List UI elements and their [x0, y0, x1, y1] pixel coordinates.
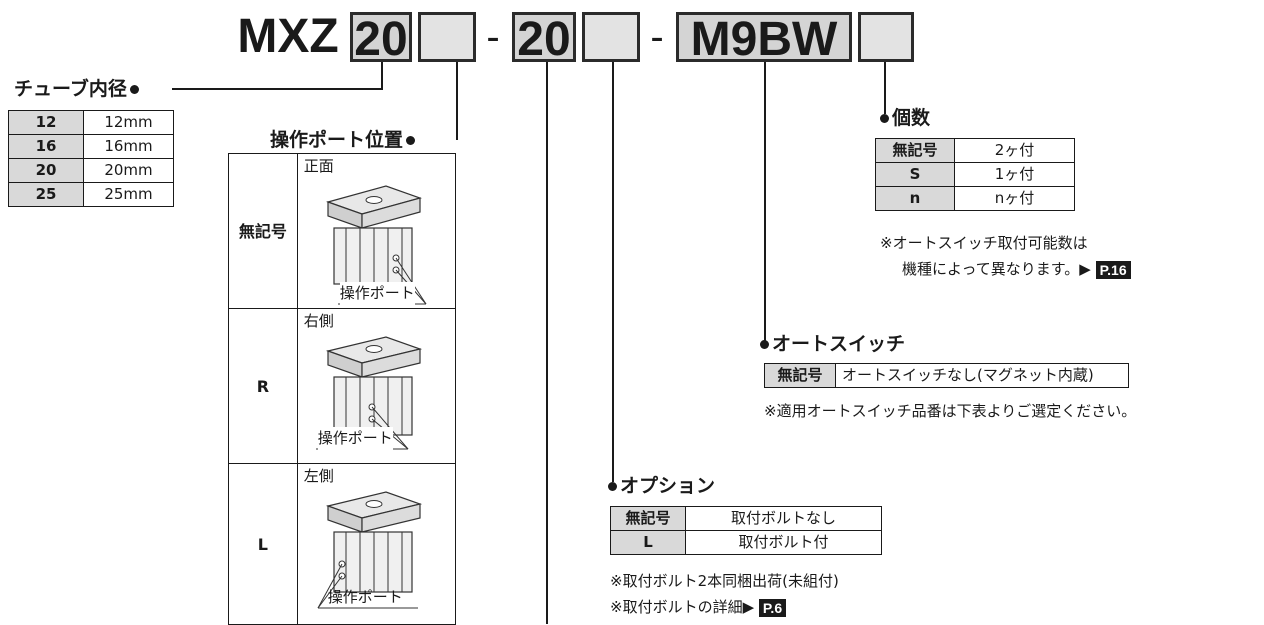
option-note-2: ※取付ボルトの詳細▶ P.6 [610, 596, 787, 618]
code-stroke-box: 20 [512, 12, 576, 65]
option-code: 無記号 [610, 506, 686, 531]
code-dash-1: - [486, 15, 500, 59]
count-value: 1ヶ付 [954, 162, 1075, 187]
count-value: nヶ付 [954, 186, 1075, 211]
table-row: R 右側 操作ポート [228, 308, 457, 464]
option-value: 取付ボルト付 [685, 530, 882, 555]
option-code: L [610, 530, 686, 555]
port-callout-label: 操作ポート [327, 588, 403, 606]
port-side-label: 右側 [303, 312, 334, 330]
code-bore-box: 20 [350, 12, 412, 65]
bullet-dot [760, 340, 769, 349]
count-note-line1: ※オートスイッチ取付可能数は [880, 234, 1088, 252]
port-cell-right: 右側 操作ポート [296, 308, 457, 464]
connector-switch-v [764, 62, 766, 342]
port-code: 無記号 [228, 153, 298, 309]
option-note-1: ※取付ボルト2本同梱出荷(未組付) [610, 572, 839, 590]
bore-value: 12mm [83, 110, 174, 135]
connector-bore-h [172, 88, 383, 90]
cylinder-right-illustration [315, 336, 422, 450]
table-row: 無記号 オートスイッチなし(マグネット内蔵) [764, 363, 1129, 388]
auto-switch-note: ※適用オートスイッチ品番は下表よりご選定ください。 [764, 402, 1137, 420]
code-count-box [858, 12, 914, 62]
cylinder-front-illustration [325, 185, 427, 305]
count-note-line2: 機種によって異なります。▶ P.16 [902, 258, 1131, 280]
code-option-box [582, 12, 640, 62]
option-value: 取付ボルトなし [685, 506, 882, 531]
model-prefix: MXZ [237, 10, 339, 63]
port-side-label: 左側 [303, 467, 334, 485]
bullet-dot [608, 482, 617, 491]
connector-option-v [612, 62, 614, 482]
count-heading: 個数 [880, 106, 930, 130]
port-side-label: 正面 [303, 157, 334, 175]
bore-code: 20 [8, 158, 84, 183]
port-code: R [228, 308, 298, 464]
port-callout-label: 操作ポート [317, 427, 393, 450]
bore-code: 16 [8, 134, 84, 159]
table-row: 無記号取付ボルトなし [610, 506, 882, 531]
port-callout-label: 操作ポート [339, 282, 415, 305]
switch-code: 無記号 [764, 363, 836, 388]
bullet-dot [129, 85, 139, 94]
bore-code: 25 [8, 182, 84, 207]
code-port-box [418, 12, 476, 62]
code-dash-2: - [650, 15, 664, 59]
port-position-heading: 操作ポート位置 [270, 128, 416, 152]
count-code: 無記号 [875, 138, 955, 163]
port-cell-front: 正面 操作ポート [296, 153, 457, 309]
cylinder-left-illustration [317, 491, 422, 609]
auto-switch-table: 無記号 オートスイッチなし(マグネット内蔵) [764, 363, 1129, 388]
connector-port-v [456, 62, 458, 140]
page-ref-badge[interactable]: P.6 [758, 598, 787, 617]
bullet-dot [880, 114, 889, 123]
table-row: 無記号 正面 操作ポート [228, 153, 457, 309]
bore-code: 12 [8, 110, 84, 135]
connector-count-v [884, 62, 886, 114]
switch-value: オートスイッチなし(マグネット内蔵) [835, 363, 1129, 388]
bore-value: 16mm [83, 134, 174, 159]
connector-bore-v [381, 62, 383, 90]
count-code: S [875, 162, 955, 187]
bullet-dot [406, 136, 416, 145]
count-code: n [875, 186, 955, 211]
port-position-table: 無記号 正面 操作ポート R [228, 153, 457, 625]
tube-bore-heading: チューブ内径 [14, 77, 139, 101]
bore-value: 25mm [83, 182, 174, 207]
port-cell-left: 左側 操作ポート [296, 463, 457, 625]
connector-stroke-v [546, 62, 548, 624]
count-value: 2ヶ付 [954, 138, 1075, 163]
table-row: L 左側 操作ポート [228, 463, 457, 625]
bore-value: 20mm [83, 158, 174, 183]
option-heading: オプション [608, 474, 715, 498]
auto-switch-heading: オートスイッチ [760, 332, 905, 356]
code-switch-box: M9BW [676, 12, 852, 65]
port-code: L [228, 463, 298, 625]
page-ref-badge[interactable]: P.16 [1095, 260, 1131, 279]
